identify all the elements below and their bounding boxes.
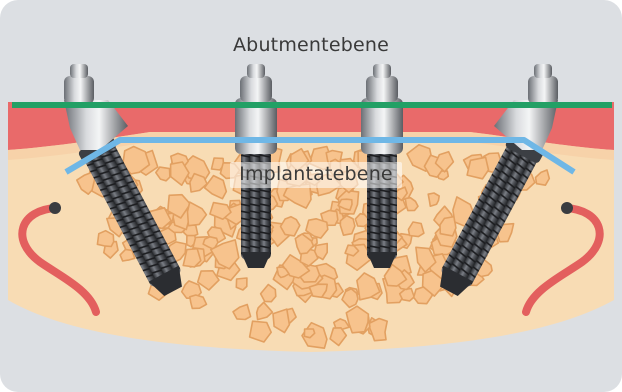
abutment-plane-label: Abutmentebene — [0, 34, 622, 56]
bone-graft-granule — [97, 231, 113, 247]
bone-graft-granule — [183, 249, 201, 267]
vessel-right-end — [561, 202, 573, 214]
implant-plane-label: Implantatebene — [230, 162, 402, 188]
bone-graft-granule — [236, 278, 247, 290]
bone-graft-granule — [467, 157, 488, 179]
bone-graft-granule — [340, 216, 355, 236]
vessel-left-end — [49, 202, 61, 214]
bone-graft-granule — [408, 222, 424, 237]
